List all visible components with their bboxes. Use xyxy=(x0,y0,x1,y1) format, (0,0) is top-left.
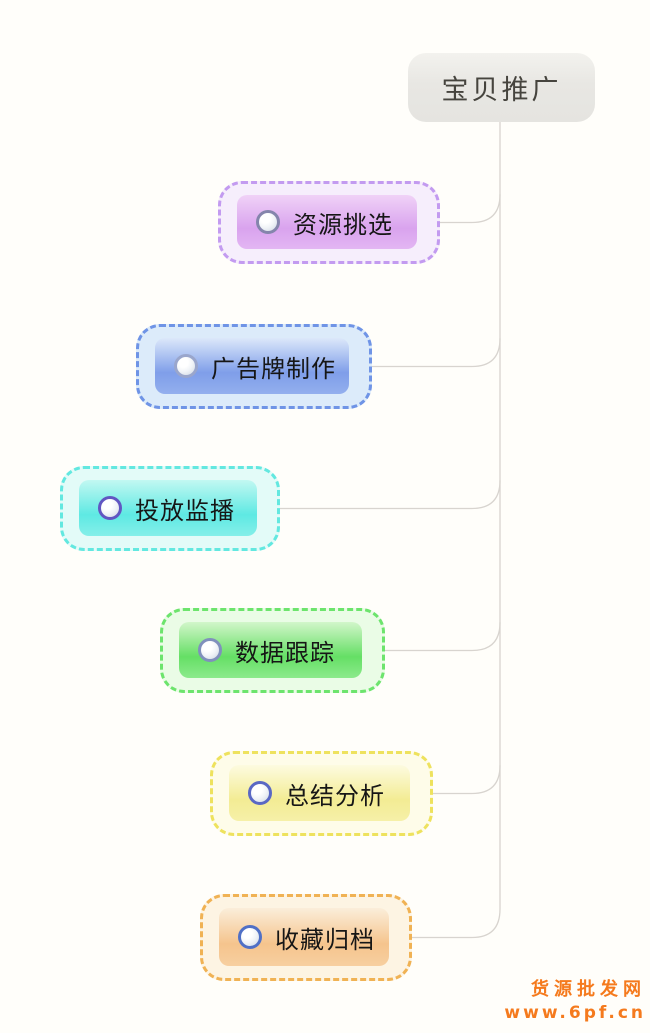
circle-marker-icon xyxy=(256,210,280,234)
circle-marker-icon xyxy=(198,638,222,662)
trunk-line xyxy=(411,121,501,939)
node-topic-4[interactable]: 数据跟踪 xyxy=(160,608,385,693)
node-topic-5-body: 总结分析 xyxy=(229,765,410,821)
node-topic-6[interactable]: 收藏归档 xyxy=(200,894,412,981)
node-topic-5[interactable]: 总结分析 xyxy=(210,751,433,836)
circle-marker-icon xyxy=(98,496,122,520)
node-topic-1-body: 资源挑选 xyxy=(237,195,417,249)
node-topic-3[interactable]: 投放监播 xyxy=(60,466,280,551)
node-topic-2-body: 广告牌制作 xyxy=(155,338,349,394)
circle-marker-icon xyxy=(174,354,198,378)
node-topic-6-label: 收藏归档 xyxy=(275,925,375,954)
watermark: 货源批发网 www.6pf.cn xyxy=(504,978,646,1025)
branch-line-5 xyxy=(432,764,501,795)
node-topic-1-label: 资源挑选 xyxy=(293,210,393,239)
branch-line-2 xyxy=(371,337,501,368)
node-topic-3-label: 投放监播 xyxy=(135,496,235,525)
node-topic-5-label: 总结分析 xyxy=(285,781,385,810)
node-topic-4-label: 数据跟踪 xyxy=(235,638,335,667)
branch-line-1 xyxy=(439,193,501,224)
watermark-site-name: 货源批发网 xyxy=(531,978,646,1000)
circle-marker-icon xyxy=(238,925,262,949)
circle-marker-icon xyxy=(248,781,272,805)
node-topic-3-body: 投放监播 xyxy=(79,480,257,536)
root-node-label: 宝贝推广 xyxy=(441,75,562,106)
watermark-site-url: www.6pf.cn xyxy=(504,1003,646,1024)
branch-line-4 xyxy=(384,621,501,652)
node-topic-4-body: 数据跟踪 xyxy=(179,622,362,678)
node-topic-2[interactable]: 广告牌制作 xyxy=(136,324,372,409)
node-topic-6-body: 收藏归档 xyxy=(219,908,389,966)
root-node[interactable]: 宝贝推广 xyxy=(408,53,595,122)
node-topic-2-label: 广告牌制作 xyxy=(211,354,336,383)
branch-line-3 xyxy=(279,479,501,510)
node-topic-1[interactable]: 资源挑选 xyxy=(218,181,440,264)
